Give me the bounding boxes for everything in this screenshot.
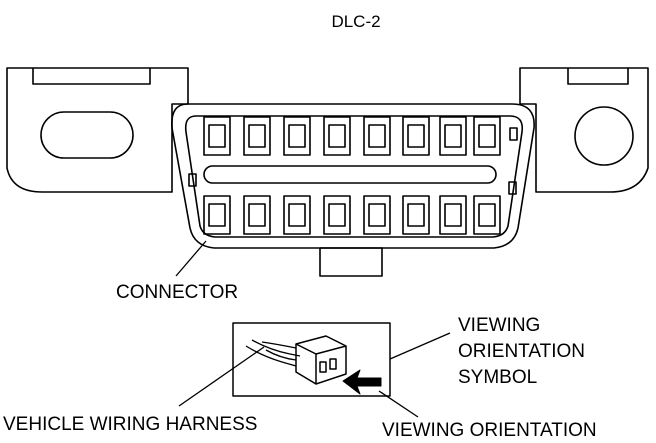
viewing-symbol-label-line3: SYMBOL bbox=[458, 367, 537, 388]
pin-cavity bbox=[323, 195, 351, 235]
harness-wires bbox=[245, 339, 301, 367]
connector-leader-line bbox=[175, 240, 207, 277]
pin-cavity bbox=[402, 116, 430, 156]
orientation-leader-line bbox=[378, 390, 419, 418]
pin-cavity bbox=[439, 116, 467, 156]
pin-cavity bbox=[203, 195, 231, 235]
pin-cavity bbox=[243, 195, 271, 235]
side-latch-left bbox=[188, 173, 197, 187]
pin-cavity bbox=[283, 116, 311, 156]
pin-cavity bbox=[439, 195, 467, 235]
viewing-symbol-label-line2: ORIENTATION bbox=[458, 341, 585, 362]
pin-cavity bbox=[323, 116, 351, 156]
harness-leader-line bbox=[178, 346, 265, 407]
pin-cavity bbox=[473, 116, 501, 156]
side-latch-right bbox=[508, 181, 517, 195]
left-mounting-hole bbox=[40, 111, 134, 159]
connector-key-tab bbox=[319, 247, 383, 277]
symbol-frame bbox=[232, 322, 391, 397]
pin-cavity bbox=[243, 116, 271, 156]
harness-label: VEHICLE WIRING HARNESS bbox=[3, 414, 257, 435]
viewing-orientation-label: VIEWING ORIENTATION bbox=[382, 420, 597, 441]
connector-body bbox=[171, 103, 535, 277]
right-mounting-hole bbox=[574, 106, 634, 166]
upper-right-marker bbox=[509, 127, 518, 141]
center-rib bbox=[203, 165, 497, 184]
pin-row-bottom bbox=[203, 195, 501, 235]
symbol-leader-line bbox=[389, 332, 451, 360]
pin-cavity bbox=[402, 195, 430, 235]
connector-label: CONNECTOR bbox=[116, 282, 238, 303]
right-mounting-flange bbox=[519, 67, 649, 193]
mini-connector-plug bbox=[295, 335, 347, 385]
pin-cavity bbox=[283, 195, 311, 235]
pin-cavity bbox=[203, 116, 231, 156]
pin-cavity bbox=[363, 116, 391, 156]
pin-cavity bbox=[473, 195, 501, 235]
viewing-orientation-symbol bbox=[232, 322, 391, 397]
diagram-title: DLC-2 bbox=[331, 12, 380, 31]
pin-row-top bbox=[203, 116, 501, 156]
left-mounting-flange bbox=[6, 67, 189, 193]
viewing-symbol-label-line1: VIEWING bbox=[458, 315, 540, 336]
viewing-arrow-icon bbox=[342, 369, 382, 395]
pin-cavity bbox=[363, 195, 391, 235]
